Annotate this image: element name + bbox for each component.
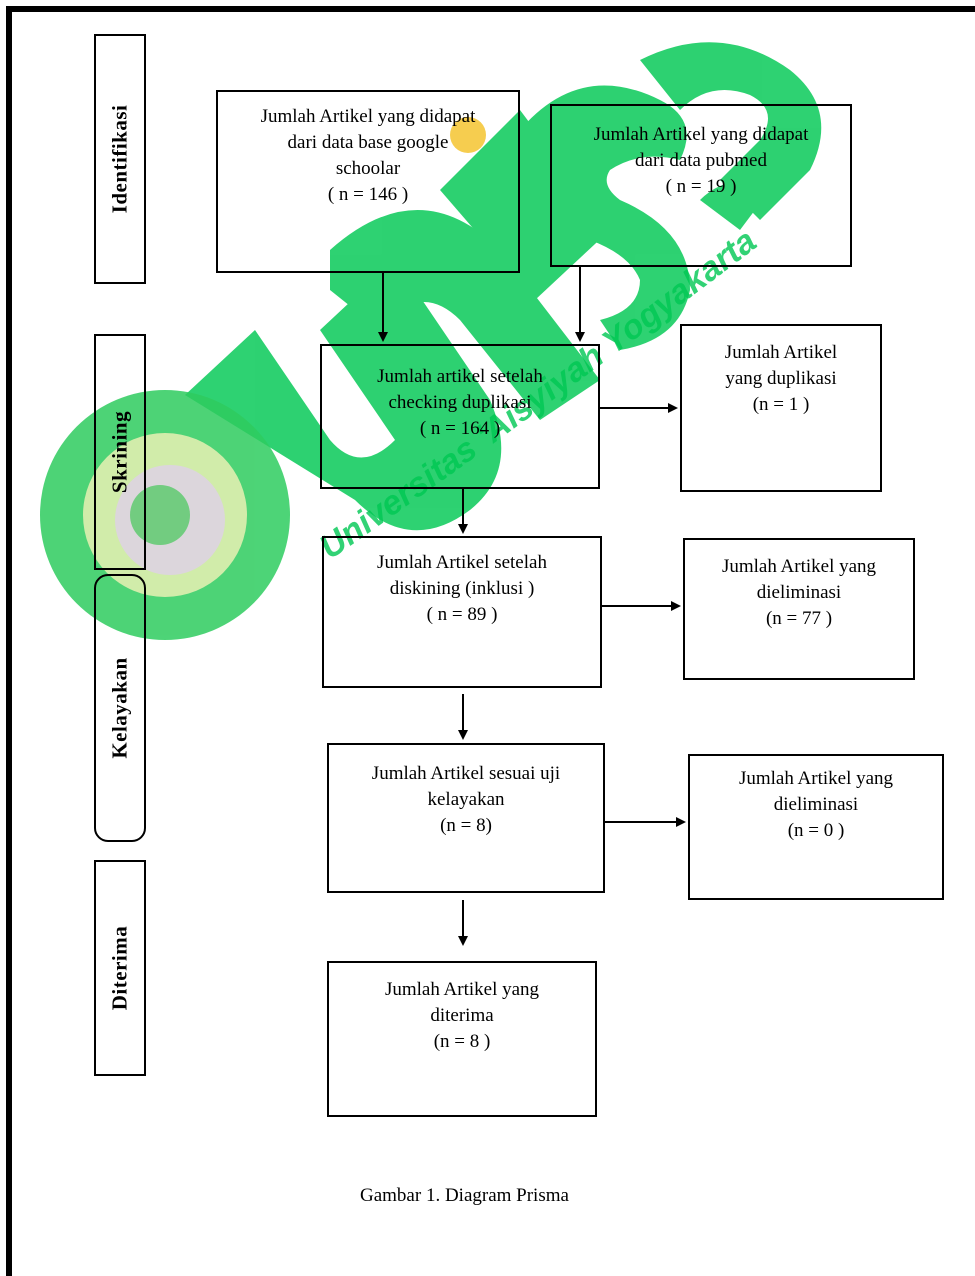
box-text: Jumlah Artikel yang xyxy=(384,979,540,1000)
box-count: (n = 77 ) xyxy=(765,608,833,629)
box-count: (n = 1 ) xyxy=(752,394,810,415)
box-text: Jumlah Artikel setelah xyxy=(377,552,547,573)
box-text: Jumlah Artikel xyxy=(724,342,838,363)
box-duplicate-check: Jumlah artikel setelah checking duplikas… xyxy=(320,344,600,489)
box-text: Jumlah Artikel yang xyxy=(738,768,894,789)
box-count: ( n = 164 ) xyxy=(419,418,501,439)
box-count: (n = 0 ) xyxy=(787,820,845,841)
box-text: diskining (inklusi ) xyxy=(389,578,535,599)
box-text: Jumlah Artikel yang xyxy=(721,556,877,577)
stage-identifikasi-label: Identifikasi xyxy=(107,104,132,214)
box-text: Jumlah Artikel sesuai uji xyxy=(371,763,561,784)
box-text: kelayakan xyxy=(427,789,505,810)
box-count: (n = 8 ) xyxy=(433,1031,491,1052)
box-screened: Jumlah Artikel setelah diskining (inklus… xyxy=(322,536,602,688)
figure-caption: Gambar 1. Diagram Prisma xyxy=(360,1185,569,1206)
box-count: ( n = 89 ) xyxy=(426,604,498,625)
box-pubmed: Jumlah Artikel yang didapat dari data pu… xyxy=(550,104,852,267)
box-text: yang duplikasi xyxy=(725,368,837,389)
box-accepted: Jumlah Artikel yang diterima (n = 8 ) xyxy=(327,961,597,1117)
stage-diterima: Diterima xyxy=(94,860,146,1076)
box-text: Jumlah artikel setelah xyxy=(377,366,543,387)
box-duplicates: Jumlah Artikel yang duplikasi (n = 1 ) xyxy=(680,324,882,492)
box-eliminated-1: Jumlah Artikel yang dieliminasi (n = 77 … xyxy=(683,538,915,680)
box-count: ( n = 146 ) xyxy=(327,184,409,205)
box-text: dieliminasi xyxy=(756,582,842,603)
box-count: (n = 8) xyxy=(440,815,492,836)
stage-kelayakan: Kelayakan xyxy=(94,574,146,842)
stage-identifikasi: Identifikasi xyxy=(94,34,146,284)
stage-kelayakan-label: Kelayakan xyxy=(107,657,132,759)
box-text: Jumlah Artikel yang didapat xyxy=(260,106,476,127)
page-frame xyxy=(6,6,975,1276)
box-text: dieliminasi xyxy=(773,794,859,815)
box-text: checking duplikasi xyxy=(388,392,532,413)
box-text: schoolar xyxy=(335,158,401,179)
box-text: Jumlah Artikel yang didapat xyxy=(593,124,809,145)
box-eliminated-2: Jumlah Artikel yang dieliminasi (n = 0 ) xyxy=(688,754,944,900)
stage-skrining-label: Skrining xyxy=(107,410,132,494)
stage-diterima-label: Diterima xyxy=(107,925,132,1011)
box-text: dari data base google xyxy=(287,132,449,153)
box-eligible: Jumlah Artikel sesuai uji kelayakan (n =… xyxy=(327,743,605,893)
stage-skrining: Skrining xyxy=(94,334,146,570)
box-text: diterima xyxy=(430,1005,494,1026)
box-google-scholar: Jumlah Artikel yang didapat dari data ba… xyxy=(216,90,520,273)
box-count: ( n = 19 ) xyxy=(665,176,737,197)
box-text: dari data pubmed xyxy=(635,150,767,171)
